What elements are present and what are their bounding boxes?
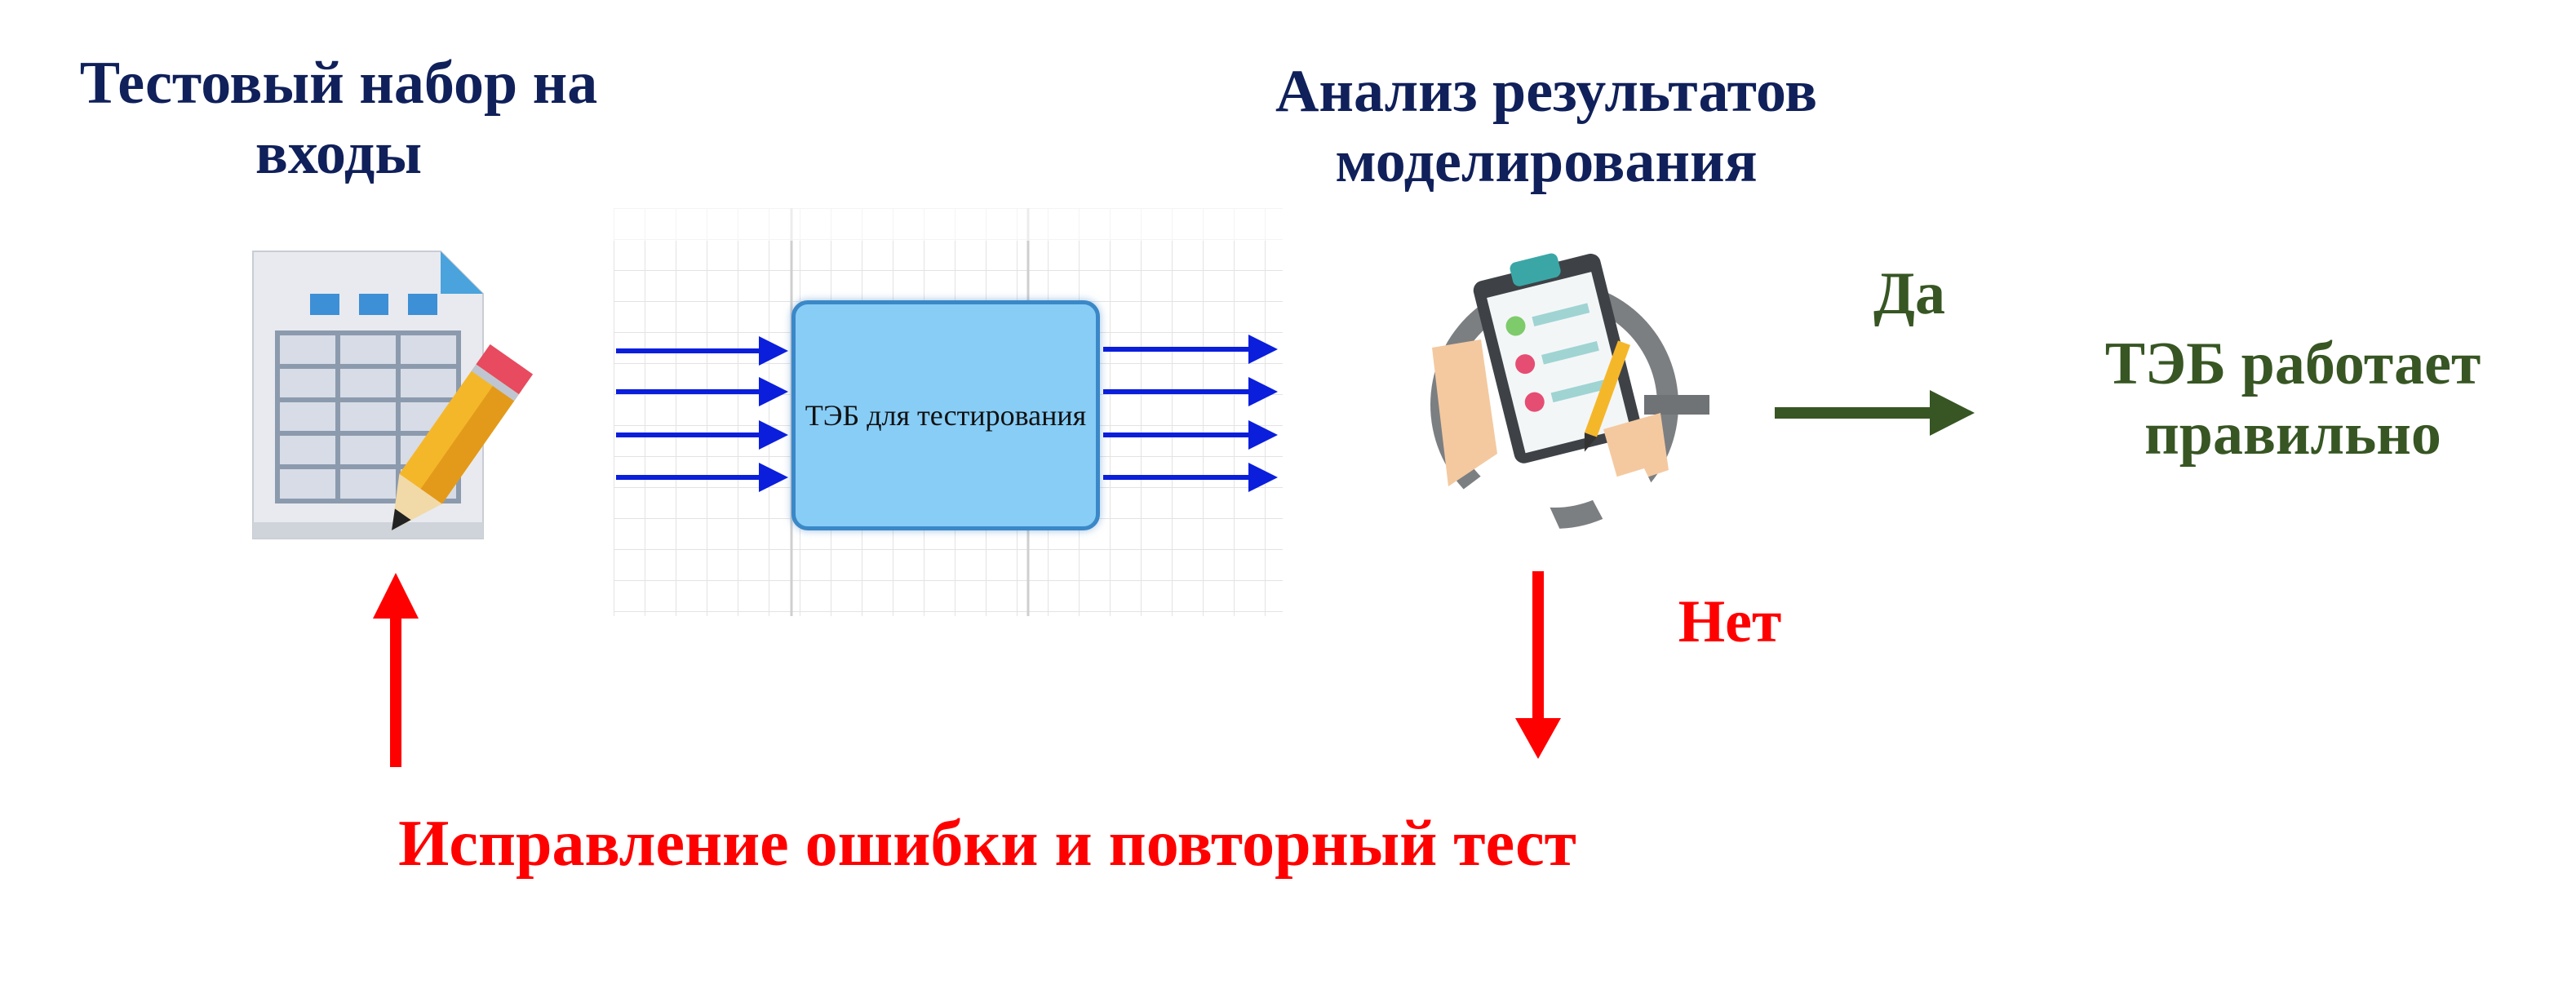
result-title: ТЭБ работает правильно	[2104, 330, 2481, 468]
retest-arrow	[373, 573, 419, 767]
fix-and-retest-title: Исправление ошибки и повторный тест	[398, 808, 1576, 880]
device-under-test-block: ТЭБ для тестирования	[791, 300, 1100, 530]
no-label: Нет	[1678, 588, 1782, 655]
yes-label: Да	[1873, 260, 1945, 327]
spreadsheet-with-pencil-icon	[252, 251, 534, 539]
test-inputs-title: Тестовый набор на входы	[79, 50, 598, 187]
analysis-title: Анализ результатов моделирования	[1275, 58, 1818, 195]
device-under-test-label: ТЭБ для тестирования	[805, 399, 1087, 432]
clipboard-checklist-icon	[1430, 253, 1709, 545]
no-arrow	[1515, 571, 1561, 759]
yes-arrow	[1775, 390, 1975, 436]
